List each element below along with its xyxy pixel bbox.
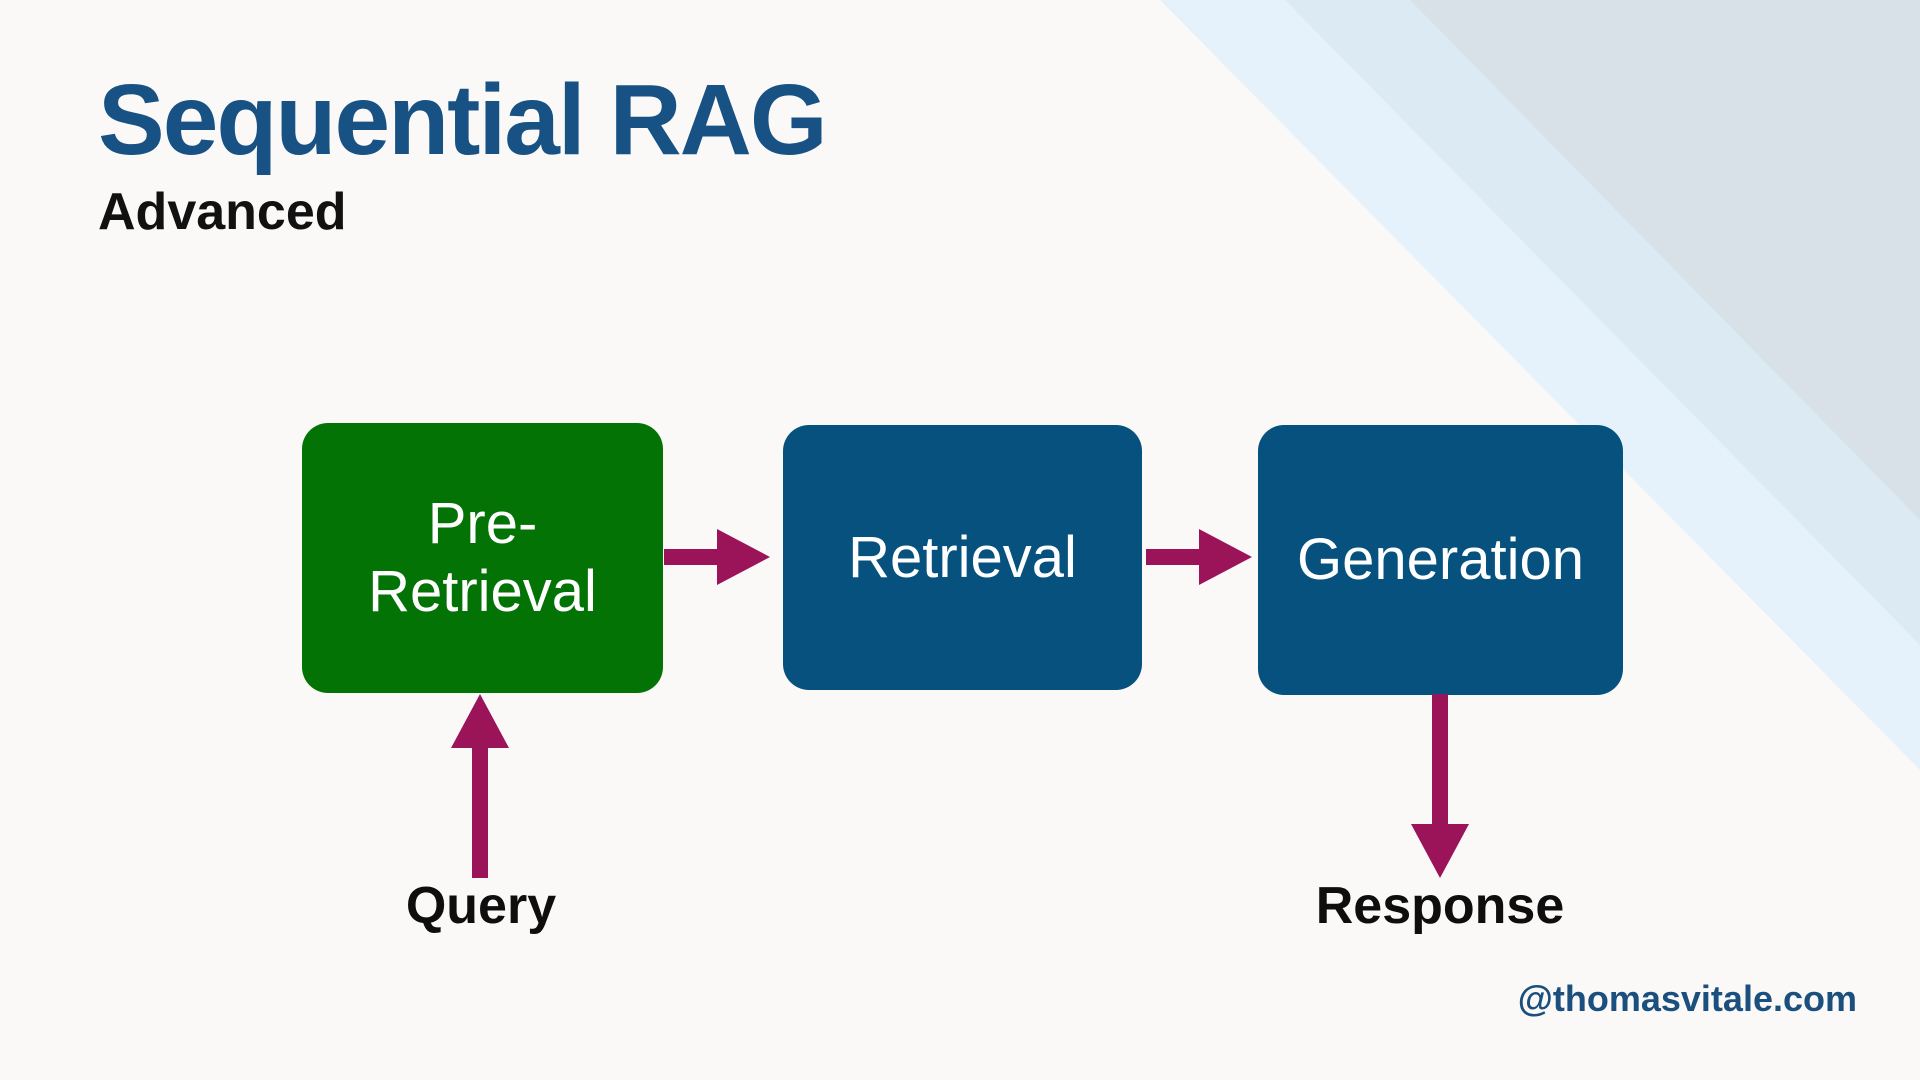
arrow-retrieval-to-generation-icon bbox=[1146, 529, 1252, 585]
node-pre-retrieval: Pre- Retrieval bbox=[302, 423, 663, 693]
slide-subtitle: Advanced bbox=[98, 183, 347, 241]
node-pre-retrieval-label-line2: Retrieval bbox=[368, 559, 597, 624]
node-pre-retrieval-label-line1: Pre- bbox=[427, 491, 538, 556]
arrow-query-input-icon bbox=[451, 694, 509, 878]
diagonal-stripe-gray bbox=[1410, 0, 1920, 520]
node-generation: Generation bbox=[1258, 425, 1623, 695]
arrow-response-output-icon bbox=[1411, 694, 1469, 878]
node-retrieval: Retrieval bbox=[783, 425, 1142, 690]
node-retrieval-label: Retrieval bbox=[848, 524, 1077, 590]
slide-title: Sequential RAG bbox=[98, 64, 828, 176]
response-label: Response bbox=[1315, 877, 1565, 935]
watermark: @thomasvitale.com bbox=[1517, 978, 1857, 1019]
arrow-pre-retrieval-to-retrieval-icon bbox=[664, 529, 770, 585]
query-label: Query bbox=[405, 877, 557, 935]
node-generation-label: Generation bbox=[1297, 527, 1584, 592]
